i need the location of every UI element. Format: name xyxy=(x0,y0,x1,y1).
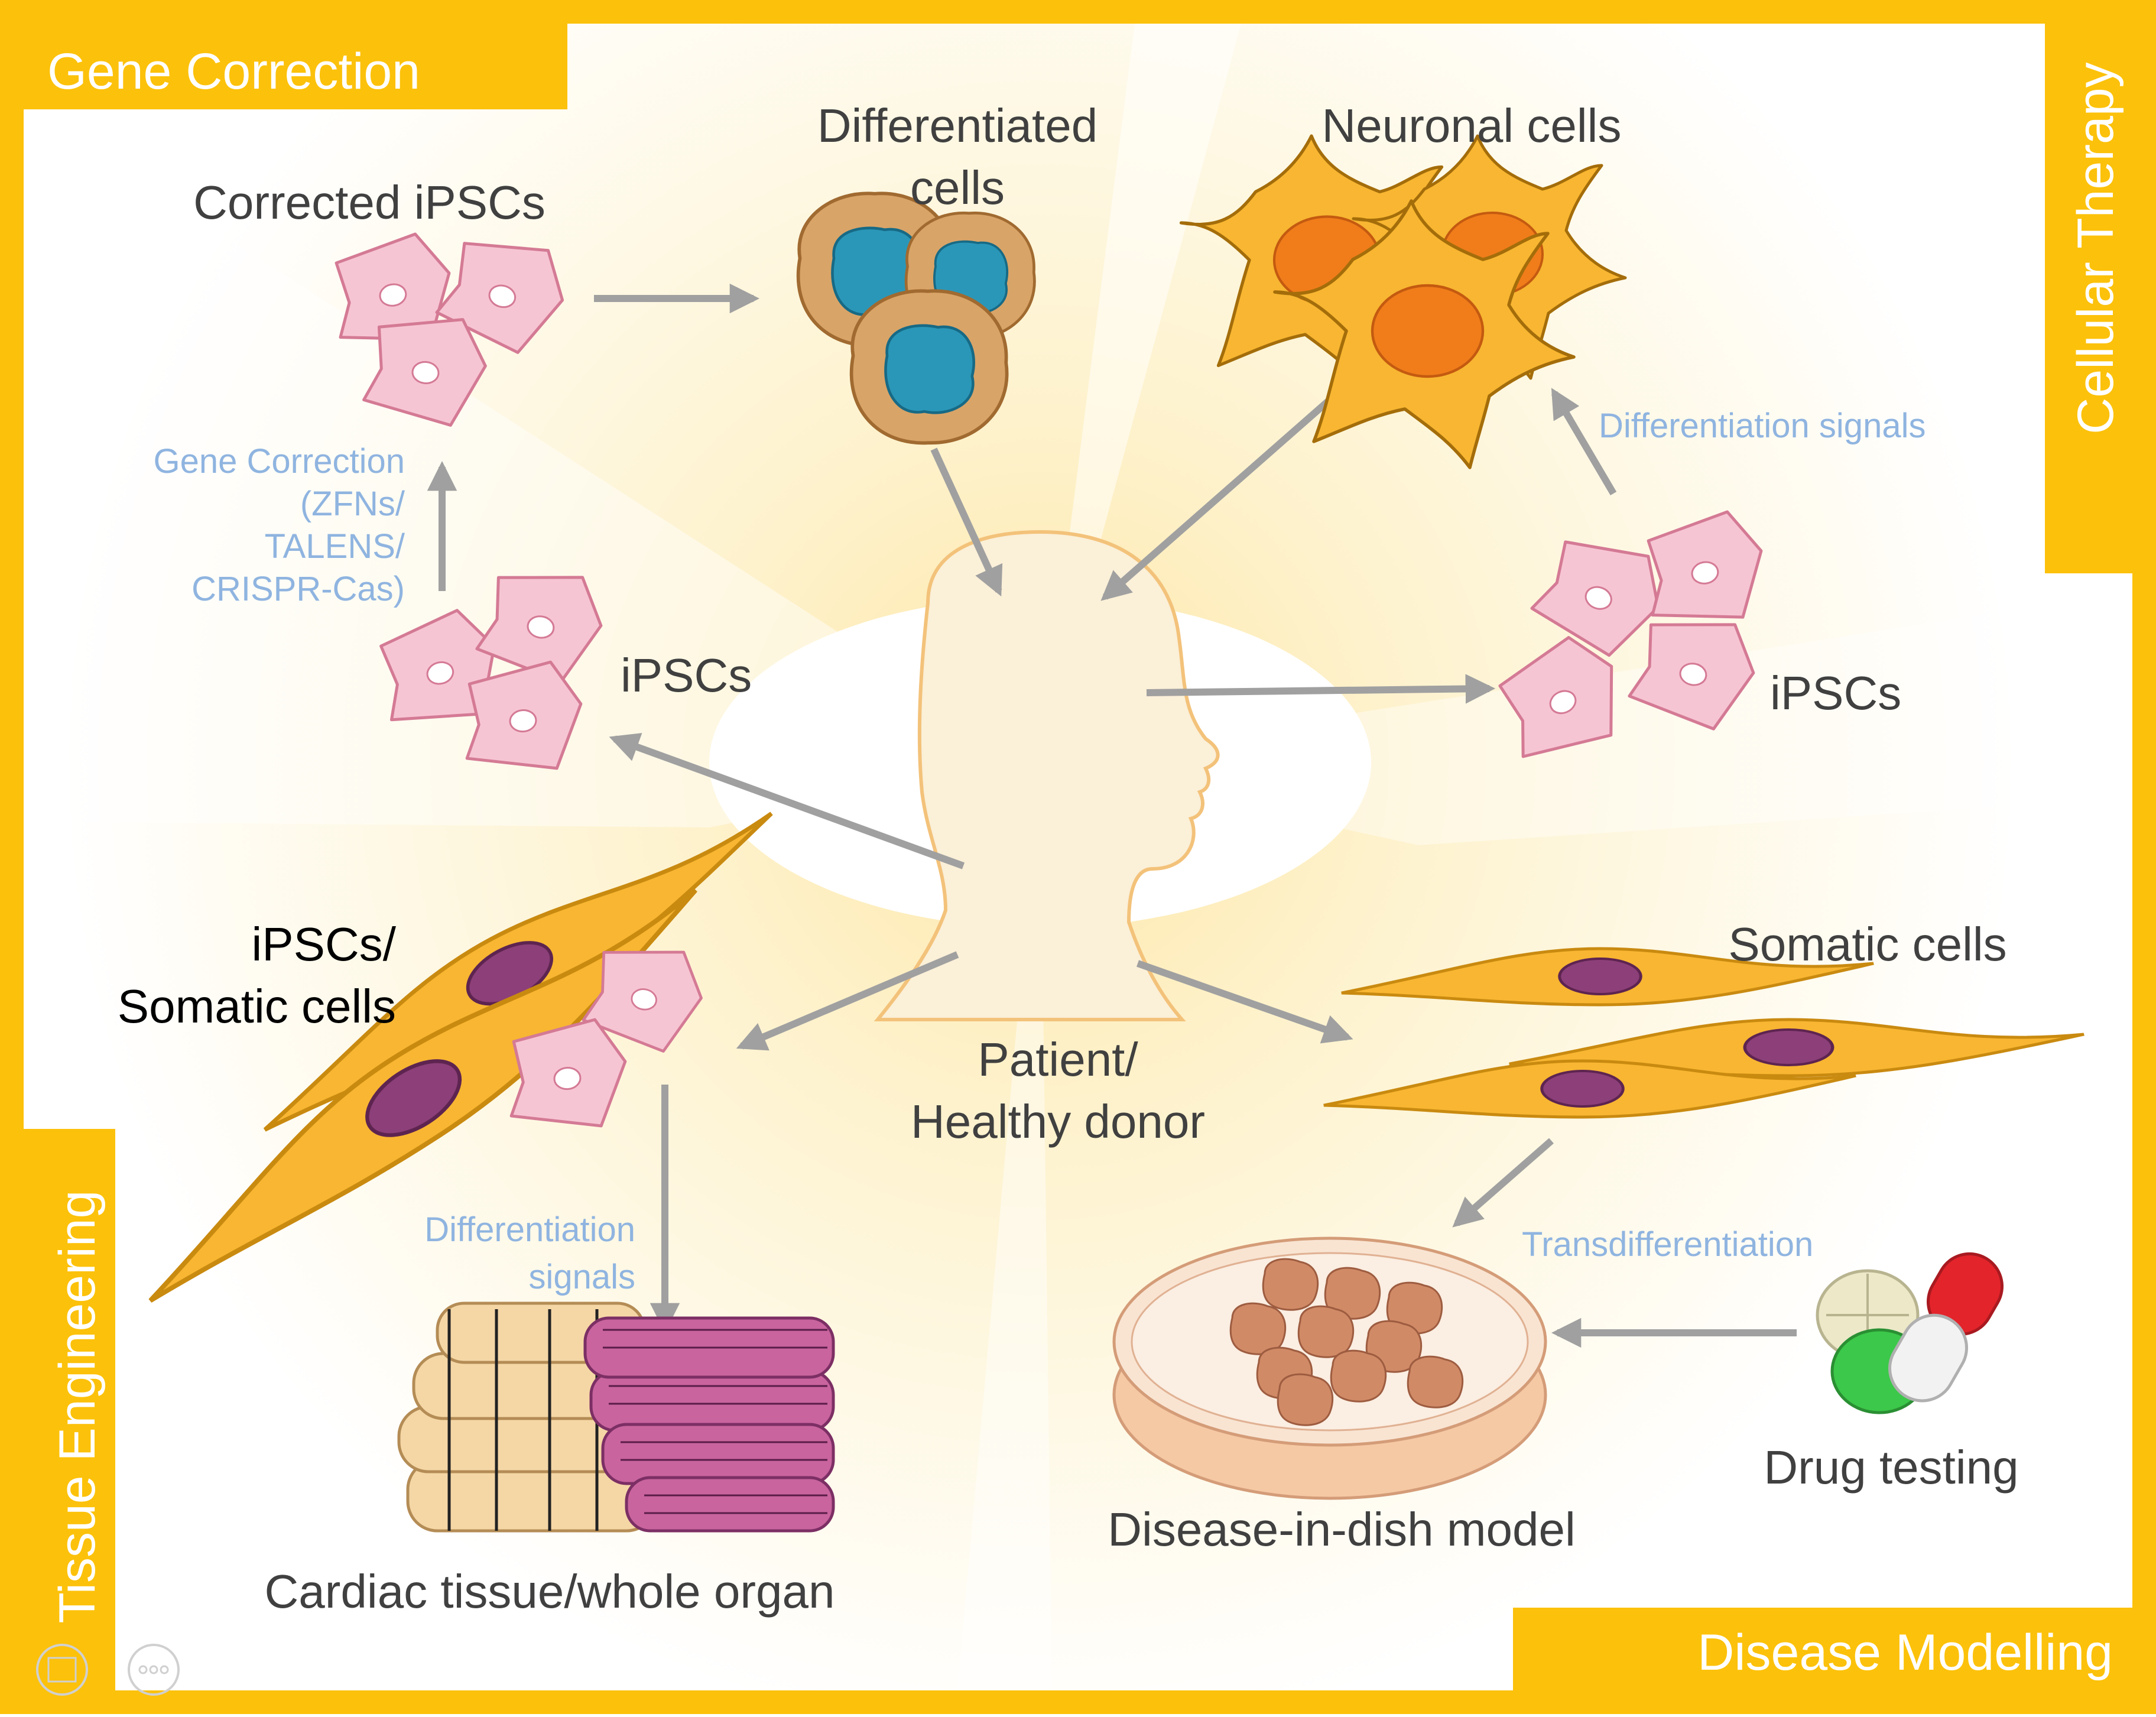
annotation-gene-correction-line3: TALENS/ xyxy=(265,527,405,566)
label-drug-testing: Drug testing xyxy=(1764,1441,2018,1494)
annotation-gene-correction-line1: Gene Correction xyxy=(153,442,405,481)
label-differentiated-cells-line1: Differentiated xyxy=(817,99,1098,152)
notes-icon[interactable] xyxy=(36,1644,88,1696)
label-corrected-ipscs: Corrected iPSCs xyxy=(193,176,546,229)
annotation-differentiation-signals-left-line1: Differentiation xyxy=(424,1210,635,1249)
label-ipscs-left: iPSCs xyxy=(621,649,752,702)
label-ipscs-somatic-line2: Somatic cells xyxy=(118,980,396,1033)
annotation-transdifferentiation: Transdifferentiation xyxy=(1522,1225,1813,1264)
corner-tissue-engineering xyxy=(24,1129,115,1690)
corner-tissue-engineering-label: Tissue Engineering xyxy=(49,1190,106,1623)
annotation-differentiation-signals-right: Differentiation signals xyxy=(1599,407,1926,445)
label-patient-line2: Healthy donor xyxy=(911,1095,1205,1148)
arrow-somatic-to-dish xyxy=(1452,1138,1554,1228)
arrow-differentiated-to-patient xyxy=(930,447,1003,597)
arrow-patient-to-ipscs-left xyxy=(609,733,965,869)
label-patient-line1: Patient/ xyxy=(978,1033,1138,1086)
corner-disease-modelling xyxy=(1513,1608,2132,1690)
arrows xyxy=(427,283,1797,1348)
label-ipscs-somatic-line1: iPSCs/ xyxy=(252,918,397,971)
annotation-gene-correction-line2: (ZFNs/ xyxy=(300,485,405,523)
label-somatic-cells: Somatic cells xyxy=(1728,918,2006,971)
annotation-gene-correction-line4: CRISPR-Cas) xyxy=(191,570,405,608)
more-options-icon[interactable] xyxy=(128,1644,180,1696)
arrow-patient-to-somatic-right xyxy=(1137,960,1353,1044)
label-neuronal-cells: Neuronal cells xyxy=(1322,99,1622,152)
label-differentiated-cells-line2: cells xyxy=(910,161,1005,214)
cardiac-tissue-illustration xyxy=(397,1301,835,1533)
slideshow-controls xyxy=(36,1644,180,1696)
annotation-differentiation-signals-left-line2: signals xyxy=(528,1258,635,1296)
arrow-neuronal-to-patient xyxy=(1100,381,1350,601)
arrow-patient-to-somatic-left xyxy=(736,951,959,1051)
corner-cellular-therapy-label: Cellular Therapy xyxy=(2067,62,2124,434)
drug-testing-pills-icon xyxy=(1816,1252,2004,1414)
label-cardiac-tissue: Cardiac tissue/whole organ xyxy=(265,1565,835,1618)
petri-dish-illustration xyxy=(1112,1236,1547,1500)
corner-gene-correction xyxy=(24,24,567,109)
corner-cellular-therapy xyxy=(2045,24,2132,573)
corner-gene-correction-label: Gene Correction xyxy=(47,43,420,100)
corner-disease-modelling-label: Disease Modelling xyxy=(1697,1624,2113,1681)
arrow-patient-to-ipscs-right xyxy=(1146,674,1496,704)
light-ray xyxy=(24,106,1040,827)
label-disease-in-dish: Disease-in-dish model xyxy=(1108,1503,1575,1556)
arrow-ipscs-to-neuronal xyxy=(1551,388,1617,496)
label-ipscs-right: iPSCs xyxy=(1770,667,1901,719)
